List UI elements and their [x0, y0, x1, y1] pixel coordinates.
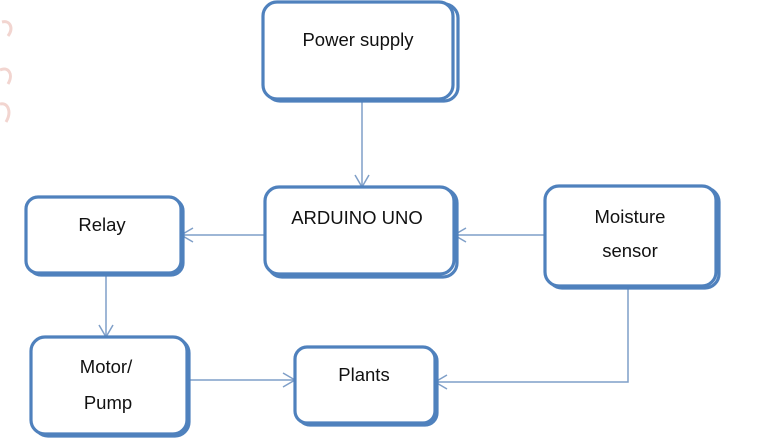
arrow-motor-to-plants [188, 372, 296, 388]
arrow-power-to-arduino [354, 101, 370, 188]
watermark-fragment [0, 20, 13, 123]
node-relay: Relay [24, 195, 185, 277]
node-arduino-uno: ARDUINO UNO [263, 185, 459, 279]
arrow-relay-to-motor [98, 274, 114, 338]
arrow-sensor-to-plants [434, 288, 629, 390]
node-motor-pump-label-line2: Pump [84, 392, 132, 413]
node-relay-label: Relay [78, 214, 126, 235]
node-motor-pump-label-line1: Motor/ [80, 356, 133, 377]
node-plants-label: Plants [338, 364, 389, 385]
node-plants: Plants [293, 345, 439, 427]
arrow-sensor-to-arduino [453, 227, 545, 243]
node-moisture-sensor: Moisture sensor [543, 184, 721, 290]
node-arduino-uno-label: ARDUINO UNO [291, 207, 423, 228]
node-moisture-sensor-label-line1: Moisture [595, 206, 666, 227]
node-power-supply-label: Power supply [302, 29, 414, 50]
node-moisture-sensor-label-line2: sensor [602, 240, 658, 261]
arrow-arduino-to-relay [180, 227, 265, 243]
node-power-supply: Power supply [261, 0, 460, 103]
node-motor-pump: Motor/ Pump [29, 335, 191, 438]
